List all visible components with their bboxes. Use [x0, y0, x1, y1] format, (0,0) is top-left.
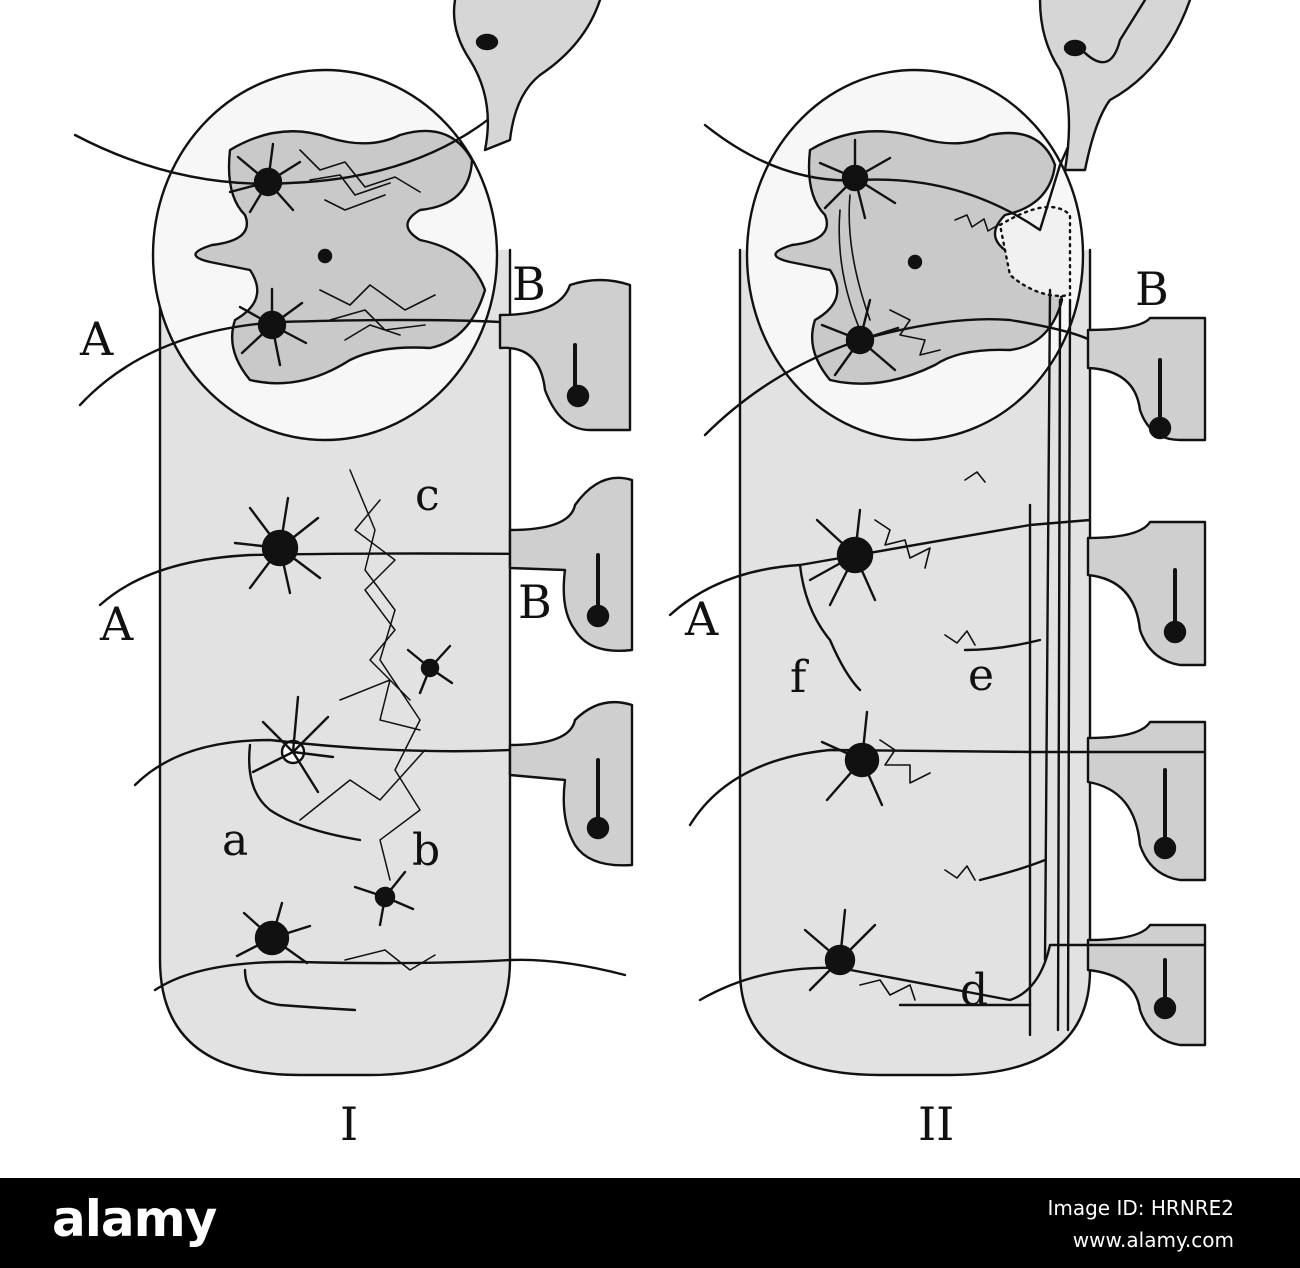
- panel-I-neuron-bottom: [238, 287, 308, 367]
- panel-II-ganglion-top: [1038, 0, 1192, 172]
- panel-I-neuron-top: [228, 142, 302, 214]
- panel-I-neuron-c-side: [406, 644, 454, 695]
- spinal-cord-illustration: A B A B c a b I: [73, 0, 1207, 1151]
- label-I-a: a: [222, 815, 248, 866]
- stock-url-text: www.alamy.com: [1072, 1228, 1234, 1252]
- panel-I-fibre-bottom: [153, 958, 627, 992]
- label-II-e: e: [968, 650, 994, 701]
- label-II-A-mid: A: [684, 592, 719, 646]
- panel-II-terminal-arborisations: [859, 471, 986, 1001]
- panel-I-diagram: A B A B c a b I: [73, 0, 634, 1151]
- panel-I-neuron-a: [251, 695, 335, 794]
- panel-I-neuron-bottom-long: [235, 901, 312, 965]
- image-id-text: Image ID: HRNRE2: [1047, 1196, 1234, 1220]
- panel-II-ganglion-cells: [1148, 358, 1187, 1020]
- label-I-c: c: [415, 470, 440, 521]
- panel-I-fibre-network-top: [299, 149, 421, 211]
- label-I-B-mid: B: [518, 575, 552, 629]
- panel-II-fibre-e2: [978, 858, 1047, 882]
- panel-II-dotted-column: [998, 205, 1072, 297]
- panel-II-diagram: A B f e d II: [668, 0, 1207, 1151]
- panel-II-long-fibre-2: [1056, 298, 1062, 1032]
- label-I-b: b: [412, 825, 440, 876]
- panel-II-fibre-f: [798, 563, 862, 692]
- panel-I-neuron-A-mid: [233, 496, 322, 595]
- panel-I-loop-a: [248, 743, 362, 842]
- panel-II-terminal-tuft: [954, 214, 999, 232]
- panel-II-root-fibre-top: [703, 118, 1082, 232]
- panel-II-fibre-e: [963, 638, 1042, 652]
- panel-I-root-fibre-top: [73, 18, 512, 185]
- panel-I-ganglion-B: [498, 278, 632, 432]
- numeral-I: I: [340, 1097, 358, 1151]
- panel-II-long-fibre-1: [1043, 288, 1052, 962]
- watermark-bar: alamy Image ID: HRNRE2 www.alamy.com: [0, 1178, 1300, 1268]
- panel-II-neuron-top: [818, 138, 897, 220]
- label-I-A-mid: A: [99, 597, 134, 651]
- panel-II-root-fibre-A: [703, 317, 1207, 437]
- panel-I-central-canal: [317, 248, 333, 264]
- panel-II-cord-body: [738, 248, 1092, 1077]
- panel-I-loop-bottom: [243, 968, 357, 1012]
- stock-logo: alamy: [52, 1190, 217, 1248]
- panel-II-ganglia: [1086, 316, 1207, 1047]
- panel-I-cord-body: [158, 248, 512, 1077]
- panel-I-ganglion-mid-2: [508, 701, 634, 867]
- label-II-d: d: [960, 965, 988, 1016]
- panel-I-grey-matter: [194, 129, 487, 385]
- label-II-f: f: [790, 652, 809, 703]
- panel-II-fibre-mid: [688, 748, 1207, 827]
- panel-I-collateral-network: [299, 469, 436, 971]
- panel-II-fibre-bottom: [698, 943, 1207, 1002]
- label-I-B-top: B: [512, 257, 546, 311]
- numeral-II: II: [918, 1097, 954, 1151]
- panel-II-long-fibre-3: [1066, 298, 1072, 1032]
- panel-II-central-canal: [907, 254, 923, 270]
- label-I-A-top: A: [79, 312, 114, 366]
- panel-I-neuron-b: [353, 870, 415, 927]
- panel-II-collaterals-cross: [838, 194, 941, 356]
- label-II-B-top: B: [1135, 262, 1169, 316]
